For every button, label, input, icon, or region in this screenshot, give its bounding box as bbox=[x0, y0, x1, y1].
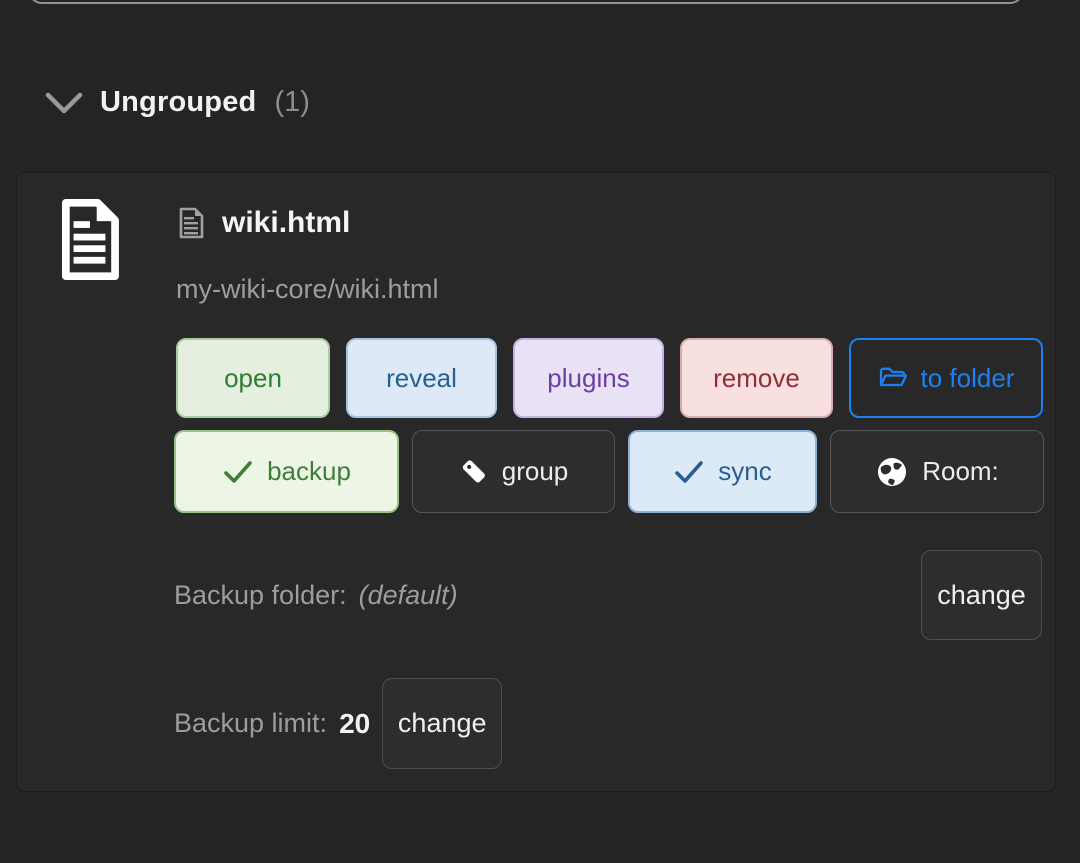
backup-toggle-label: backup bbox=[267, 456, 351, 486]
sync-toggle-button[interactable]: sync bbox=[628, 430, 817, 513]
reveal-button-label: reveal bbox=[386, 362, 457, 393]
backup-folder-label: Backup folder: bbox=[174, 579, 347, 610]
backup-folder-row: Backup folder: (default) change bbox=[174, 550, 1042, 640]
backup-limit-change-button[interactable]: change bbox=[382, 678, 503, 769]
remove-button[interactable]: remove bbox=[680, 338, 833, 418]
chevron-down-icon bbox=[45, 92, 83, 113]
folder-open-icon bbox=[878, 365, 908, 391]
room-button-label: Room: bbox=[922, 456, 999, 486]
section-title: Ungrouped bbox=[100, 86, 257, 118]
backup-folder-change-button[interactable]: change bbox=[921, 550, 1042, 640]
room-button[interactable]: Room: bbox=[830, 430, 1044, 513]
backup-toggle-button[interactable]: backup bbox=[174, 430, 399, 513]
file-card: wiki.html my-wiki-core/wiki.html open re… bbox=[16, 172, 1056, 792]
backup-folder-change-label: change bbox=[937, 579, 1026, 610]
tag-icon bbox=[459, 457, 489, 487]
file-title-row: wiki.html bbox=[178, 206, 350, 240]
file-icon bbox=[179, 207, 204, 239]
backup-limit-value: 20 bbox=[339, 707, 371, 739]
file-actions-row-2: backup group sync bbox=[174, 430, 1044, 513]
group-button-label: group bbox=[501, 456, 569, 486]
sync-toggle-label: sync bbox=[718, 456, 772, 486]
plugins-button-label: plugins bbox=[547, 362, 630, 393]
globe-icon bbox=[875, 455, 909, 489]
backup-limit-change-label: change bbox=[397, 708, 487, 738]
reveal-button[interactable]: reveal bbox=[346, 338, 497, 418]
document-icon bbox=[61, 198, 119, 281]
check-icon bbox=[222, 459, 254, 485]
backup-limit-label: Backup limit: bbox=[174, 708, 328, 738]
group-button[interactable]: group bbox=[412, 430, 615, 513]
backup-limit-row: Backup limit: 20 change bbox=[174, 678, 503, 769]
remove-button-label: remove bbox=[713, 362, 800, 393]
to-folder-button[interactable]: to folder bbox=[849, 338, 1043, 418]
file-path: my-wiki-core/wiki.html bbox=[176, 274, 439, 304]
check-icon bbox=[673, 459, 705, 485]
top-cutoff-field[interactable] bbox=[28, 0, 1024, 4]
file-name: wiki.html bbox=[222, 206, 351, 239]
open-button[interactable]: open bbox=[176, 338, 330, 418]
file-actions-row-1: open reveal plugins remove to folder bbox=[176, 338, 1043, 418]
section-count-badge: (1) bbox=[274, 86, 310, 118]
section-header-ungrouped[interactable]: Ungrouped (1) bbox=[44, 86, 310, 119]
open-button-label: open bbox=[224, 362, 282, 393]
to-folder-button-label: to folder bbox=[920, 362, 1015, 393]
plugins-button[interactable]: plugins bbox=[513, 338, 664, 418]
backup-folder-value: (default) bbox=[358, 579, 458, 610]
